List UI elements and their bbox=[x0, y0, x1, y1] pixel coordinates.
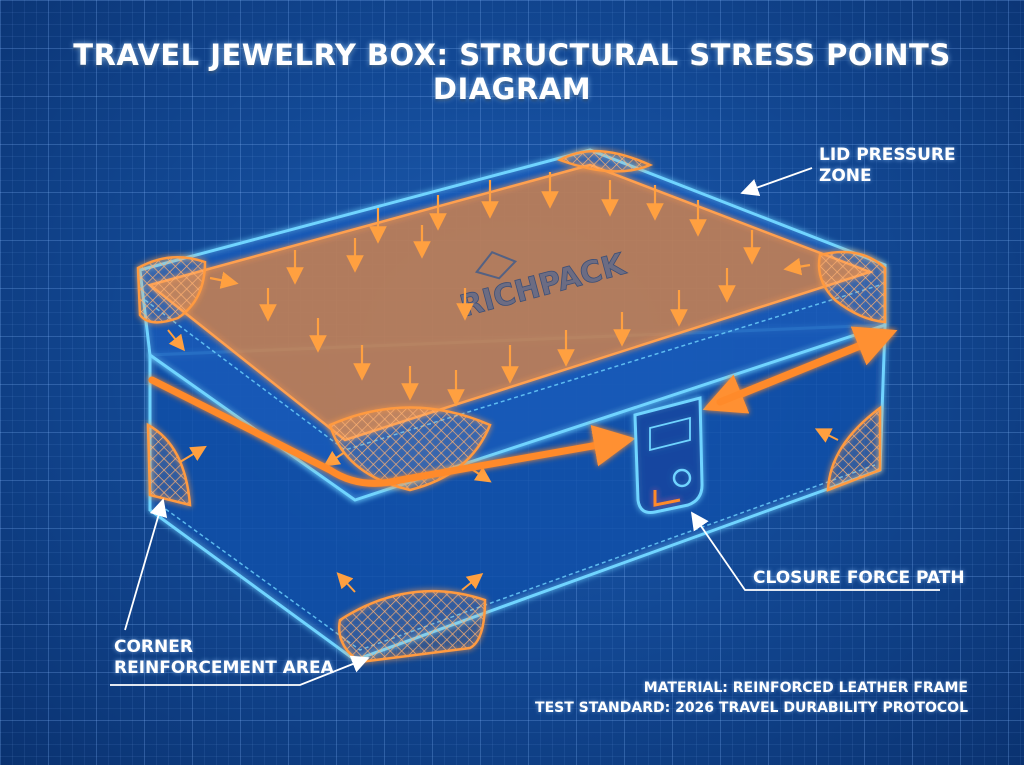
corner-patch-bottom bbox=[337, 589, 487, 664]
clasp-latch bbox=[633, 396, 704, 514]
corner-patch-left-body bbox=[146, 422, 192, 507]
corner-label-line2: REINFORCEMENT AREA bbox=[114, 658, 334, 678]
lid-pressure-zone-label: LID PRESSURE ZONE bbox=[819, 145, 956, 187]
corner-patch-right-lid bbox=[817, 250, 887, 324]
lid-pressure-label-line2: ZONE bbox=[819, 166, 872, 186]
diagram-title: TRAVEL JEWELRY BOX: STRUCTURAL STRESS PO… bbox=[73, 38, 951, 106]
closure-force-path bbox=[148, 326, 898, 487]
corner-patch-top bbox=[557, 149, 654, 173]
lid-pressure-label-line1: LID PRESSURE bbox=[819, 145, 956, 165]
test-standard-note: TEST STANDARD: 2026 TRAVEL DURABILITY PR… bbox=[535, 700, 968, 716]
corner-reinforcement-label: CORNER REINFORCEMENT AREA bbox=[114, 637, 334, 679]
corner-label-line1: CORNER bbox=[114, 637, 193, 657]
closure-force-path-label: CLOSURE FORCE PATH bbox=[753, 568, 965, 588]
corner-reinforcements bbox=[136, 149, 887, 664]
corner-patch-right-body bbox=[826, 405, 882, 492]
callout-lines bbox=[110, 167, 940, 686]
corner-patch-left-lid bbox=[136, 256, 207, 324]
material-note: MATERIAL: REINFORCED LEATHER FRAME bbox=[643, 680, 968, 696]
lid-pressure-arrows bbox=[209, 172, 811, 407]
